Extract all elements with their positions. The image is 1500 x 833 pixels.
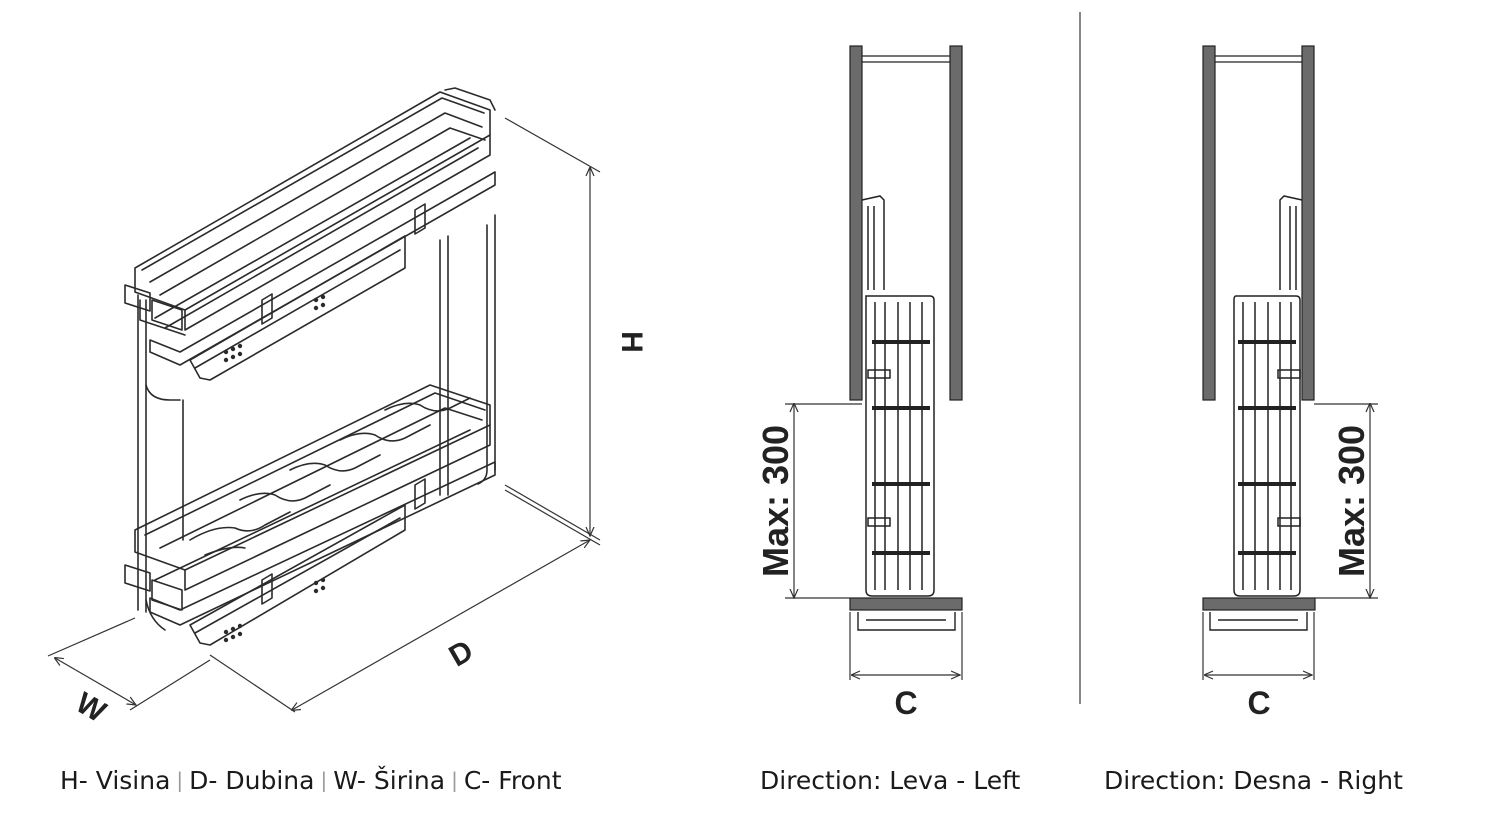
pullout-basket <box>1233 195 1303 597</box>
legend-d: D- Dubina <box>189 766 315 795</box>
w-label: W <box>70 686 112 729</box>
c-label: C <box>1247 685 1270 721</box>
legend-separator: | <box>451 768 458 792</box>
legend-separator: | <box>320 768 328 792</box>
direction-right-caption: Direction: Desna - Right <box>1104 766 1403 795</box>
upper-basket <box>124 87 496 381</box>
d-label: D <box>444 634 479 673</box>
legend-c: C- Front <box>463 766 562 795</box>
max-label: Max: 300 <box>1331 425 1372 577</box>
d-dimension-line <box>292 540 590 710</box>
side-view-right: Max: 300 C <box>1202 45 1378 721</box>
cabinet-wall <box>949 45 963 401</box>
basket-shelves <box>1238 340 1296 555</box>
w-dimension-line <box>55 658 136 705</box>
legend-w: W- Širina <box>333 766 446 795</box>
cabinet-wall <box>1301 45 1315 401</box>
legend-h: H- Visina <box>60 766 171 795</box>
max-label: Max: 300 <box>755 425 796 577</box>
c-label: C <box>894 685 917 721</box>
direction-left-caption: Direction: Leva - Left <box>760 766 1021 795</box>
iso-dimension-lines <box>47 117 601 713</box>
cabinet-base <box>1202 597 1316 611</box>
side-view-left: Max: 300 C <box>755 45 963 721</box>
pullout-basket <box>861 195 935 597</box>
legend-caption: H- Visina|D- Dubina|W- Širina|C- Front <box>60 766 562 795</box>
lower-basket <box>124 384 496 646</box>
frame-rails <box>137 214 496 631</box>
basket-shelves <box>872 340 930 555</box>
h-label: H <box>615 331 648 353</box>
legend-separator: | <box>176 768 184 792</box>
cabinet-wall <box>1202 45 1216 401</box>
isometric-basket-unit <box>124 87 496 646</box>
perforation-dots <box>223 294 326 643</box>
cabinet-wall <box>849 45 863 401</box>
cabinet-base <box>849 597 963 611</box>
